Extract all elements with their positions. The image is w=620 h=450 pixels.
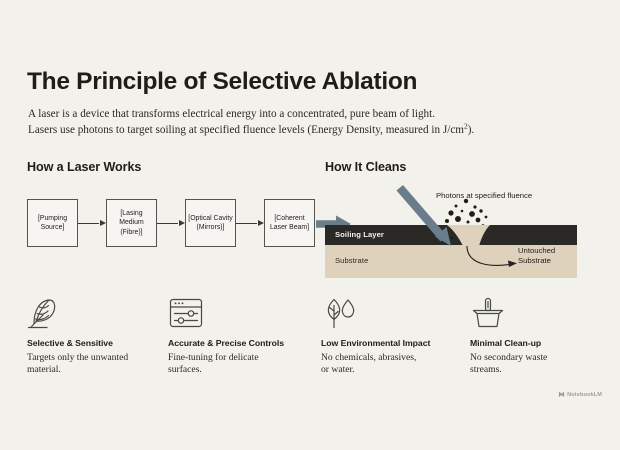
feature-description: No secondary waste streams. (470, 352, 548, 376)
feature-description: No chemicals, abrasives, or water. (321, 352, 417, 376)
feature-description: Targets only the unwanted material. (27, 352, 129, 376)
section-heading-how-a-laser-works: How a Laser Works (27, 160, 142, 174)
subtitle-line-2: Lasers use photons to target soiling at … (28, 120, 475, 136)
notebooklm-watermark: NotebookLM (558, 391, 602, 398)
feature-minimal-clean-up: Minimal Clean-up No secondary waste stre… (470, 296, 610, 376)
notebooklm-logo-icon (558, 392, 564, 397)
feather-icon (27, 296, 167, 332)
feature-title: Accurate & Precise Controls (168, 338, 284, 348)
section-heading-how-it-cleans: How It Cleans (325, 160, 407, 174)
feature-description: Fine-tuning for delicate surfaces. (168, 352, 259, 376)
flow-arrow-icon (157, 219, 185, 226)
cleaning-cross-section-diagram: Photons at specified fluence Soiling Lay… (325, 180, 595, 278)
feature-title: Selective & Sensitive (27, 338, 113, 348)
laser-chain-diagram: [Pumping Source] [Lasing Medium (Fibre)]… (27, 199, 351, 251)
photon-beam-arrow-icon (396, 185, 451, 246)
feature-accurate-and-precise-controls: Accurate & Precise Controls Fine-tuning … (168, 296, 308, 376)
laser-stage-box-optical-cavity: [Optical Cavity (Mirrors)] (185, 199, 236, 247)
cleaning-diagram-overlay (396, 185, 517, 267)
untouched-substrate-callout-arrow-icon (466, 245, 517, 267)
flow-arrow-icon (78, 219, 106, 226)
flow-arrow-icon (236, 219, 264, 226)
dustpan-icon (470, 296, 610, 332)
leaf-droplet-icon (321, 296, 461, 332)
soiling-layer-band (325, 225, 577, 245)
feature-low-environmental-impact: Low Environmental Impact No chemicals, a… (321, 296, 461, 376)
photons-fluence-label: Photons at specified fluence (436, 191, 533, 200)
page-subtitle: A laser is a device that transforms elec… (28, 107, 588, 138)
feature-selective-and-sensitive: Selective & Sensitive Targets only the u… (27, 296, 167, 376)
ablated-notch (447, 225, 490, 246)
page-title: The Principle of Selective Ablation (27, 68, 418, 95)
substrate-band (325, 245, 577, 278)
feature-title: Minimal Clean-up (470, 338, 542, 348)
soiling-layer-label: Soiling Layer (335, 230, 384, 239)
feature-title: Low Environmental Impact (321, 338, 431, 348)
sliders-panel-icon (168, 296, 308, 332)
substrate-label: Substrate (335, 256, 369, 265)
laser-stage-box-pumping-source: [Pumping Source] (27, 199, 78, 247)
laser-stage-box-coherent-laser-beam: [Coherent Laser Beam] (264, 199, 315, 247)
subtitle-line-1: A laser is a device that transforms elec… (28, 108, 436, 120)
watermark-label: NotebookLM (567, 391, 602, 398)
untouched-substrate-label: Untouched Substrate (518, 246, 556, 265)
laser-stage-box-lasing-medium: [Lasing Medium (Fibre)] (106, 199, 157, 247)
